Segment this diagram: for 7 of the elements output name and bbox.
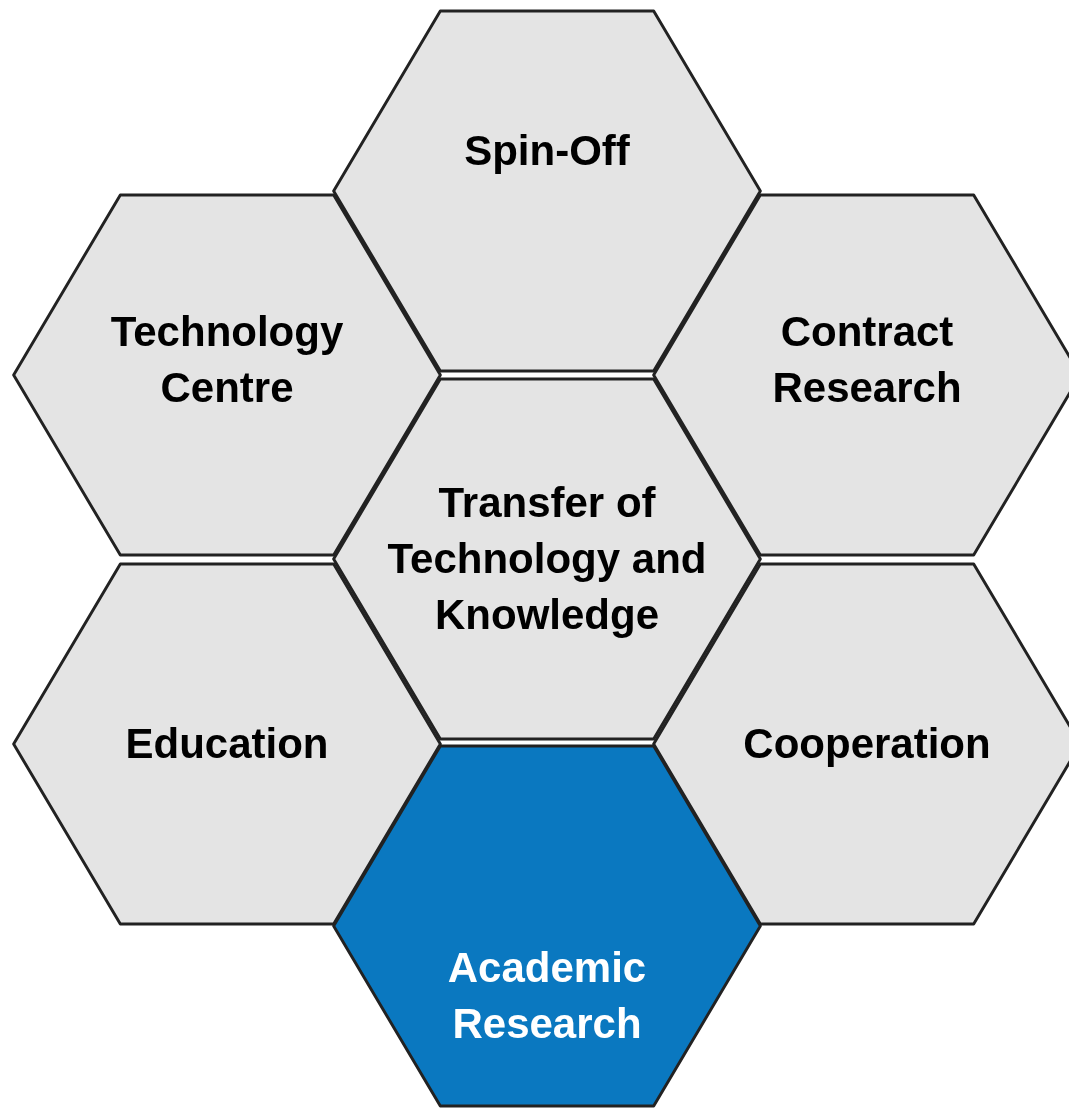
piece-label: Education (125, 719, 329, 769)
piece-label: Spin-Off (464, 126, 630, 176)
piece-label: Contract Research (771, 307, 963, 413)
piece-label: Cooperation (743, 719, 991, 769)
piece-label: Technology Centre (109, 307, 345, 413)
piece-label: Transfer of Technology and Knowledge (386, 478, 708, 640)
piece-label: Academic Research (446, 943, 648, 1049)
